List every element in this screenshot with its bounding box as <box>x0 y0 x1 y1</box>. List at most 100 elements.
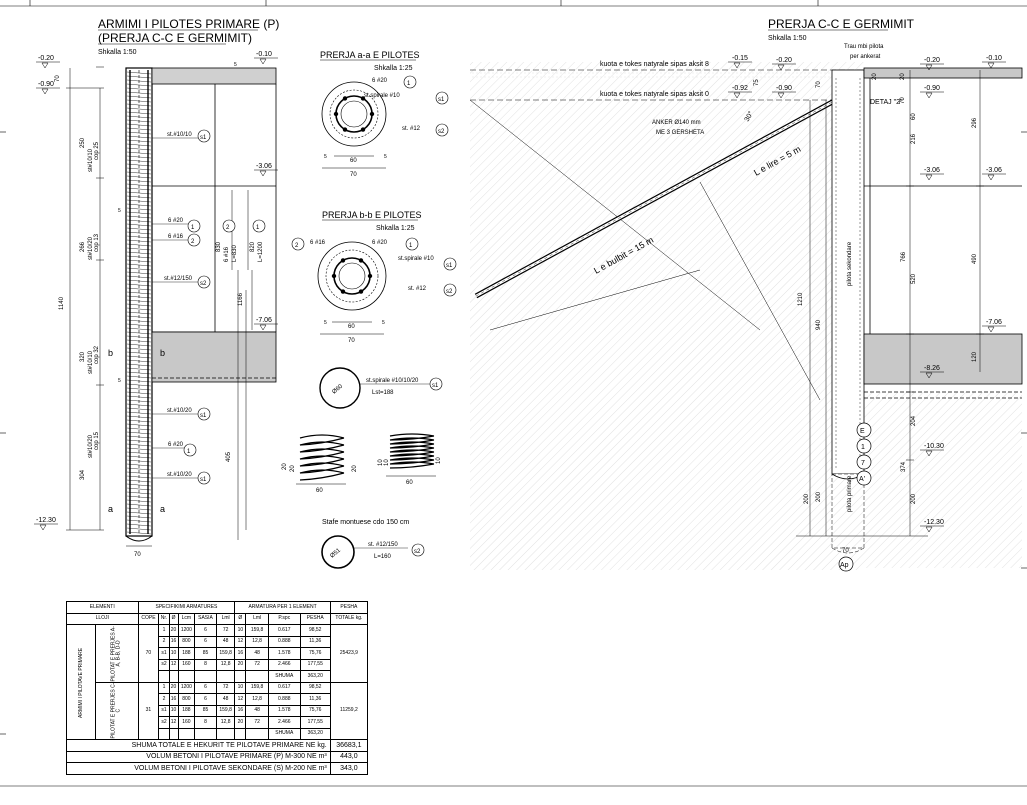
th-elementi: ELEMENTI <box>66 601 139 614</box>
section-bb: PRERJA b-b E PILOTES Shkalla 1:25 2 6 #1… <box>291 210 457 344</box>
bb-spiral: st.spirale #10 <box>398 256 434 262</box>
svg-text:-0.90: -0.90 <box>38 81 54 88</box>
right-section: PRERJA C-C E GERMIMIT Shkalla 1:50 Trau … <box>469 17 1023 572</box>
b2-len: L=830 <box>232 244 238 262</box>
level-marker: -8.26 <box>920 365 944 379</box>
rebar-dot <box>332 274 336 278</box>
table-cell: 85 <box>194 704 217 717</box>
element-count: 31 <box>137 681 160 740</box>
stirrup-line <box>126 227 152 231</box>
level-marker: -0.10 <box>254 51 278 65</box>
table-cell: 160 <box>177 658 196 671</box>
aa-st-label: st. #12 <box>402 126 421 132</box>
svg-text:120: 120 <box>972 351 978 362</box>
slabs <box>863 67 1023 399</box>
level-marker: -3.06 <box>254 163 278 177</box>
svg-text:6 #20: 6 #20 <box>168 218 184 224</box>
svg-text:E: E <box>860 428 865 435</box>
table-cell: 188 <box>177 704 196 717</box>
aa-title: PRERJA a-a E PILOTES <box>320 50 420 60</box>
zone-spec: st#10/10 <box>88 350 94 374</box>
svg-text:s1: s1 <box>438 97 445 103</box>
level-marker: -3.06 <box>982 167 1006 181</box>
bb-bar2: 6 #16 <box>310 240 326 246</box>
svg-text:490: 490 <box>972 253 978 264</box>
svg-text:s1: s1 <box>200 477 207 483</box>
table-cell: 20 <box>168 624 179 637</box>
svg-text:-3.06: -3.06 <box>924 167 940 174</box>
rebar-dots <box>331 258 373 294</box>
table-cell: 11,36 <box>299 635 331 648</box>
sum-label: SHUMA <box>267 727 301 740</box>
pile-width-dim: 70 <box>134 552 141 558</box>
level-marker: -10.30 <box>920 443 944 457</box>
table-cell: 0.617 <box>267 681 301 694</box>
svg-text:6 #20: 6 #20 <box>168 442 184 448</box>
level-marker: -0.90 <box>920 85 944 99</box>
level-marker: -12.30 <box>34 517 58 531</box>
stafe-title: Stafe montuese cdo 150 cm <box>322 519 409 526</box>
svg-text:200: 200 <box>804 493 810 504</box>
zone-cop: cop 13 <box>94 233 100 252</box>
table-cell: 1200 <box>177 681 196 694</box>
table-cell: 6 <box>194 635 217 648</box>
table-cell: s2 <box>158 658 170 671</box>
table-cell: 2 <box>158 693 170 706</box>
svg-text:2: 2 <box>226 225 230 231</box>
rebar-dot <box>342 127 348 132</box>
level-marker: -0.90 <box>36 81 60 95</box>
table-cell: 1.578 <box>267 704 301 717</box>
total-steel-label: SHUMA TOTALE E HEKURIT TE PILOTAVE PRIMA… <box>66 739 331 752</box>
svg-text:70: 70 <box>816 81 822 88</box>
svg-text:1210: 1210 <box>798 292 804 306</box>
stirrup-line <box>126 247 152 251</box>
total-length-dim: 1140 <box>59 296 65 310</box>
pile-primary-label: pilota primare <box>847 475 853 512</box>
rebar-dots <box>333 96 375 132</box>
level-marker: -0.92 <box>728 85 752 99</box>
table-cell: 98,52 <box>299 624 331 637</box>
stirrup-line <box>126 267 152 271</box>
svg-text:20: 20 <box>282 463 288 470</box>
element-count: 70 <box>137 624 160 683</box>
dim-5: 5 <box>324 320 327 326</box>
table-cell <box>177 727 196 740</box>
table-cell: 159,8 <box>245 624 269 637</box>
svg-text:10: 10 <box>436 457 442 464</box>
section-mark-b: b <box>160 348 165 358</box>
table-cell: 0.617 <box>267 624 301 637</box>
svg-text:1: 1 <box>191 225 195 231</box>
svg-text:s1: s1 <box>200 135 207 141</box>
stirrup-line <box>126 167 152 171</box>
stirrup-line <box>126 427 152 431</box>
svg-text:204: 204 <box>911 415 917 426</box>
group-label: ARMIMI I PILOTAVE PRIMARE <box>66 624 96 740</box>
table-cell: 75,76 <box>299 704 331 717</box>
rebar-tag: st.#10/20 s1 <box>152 471 211 485</box>
table-cell <box>177 670 196 683</box>
svg-text:7: 7 <box>861 460 865 467</box>
section-aa: PRERJA a-a E PILOTES Shkalla 1:25 6 #20 … <box>320 50 449 178</box>
svg-text:1: 1 <box>187 449 191 455</box>
left-subtitle: (PRERJA C-C E GERMIMIT) <box>98 31 252 45</box>
table-cell: 10 <box>234 624 247 637</box>
svg-text:-0.92: -0.92 <box>732 85 748 92</box>
stafe-len: L=160 <box>374 554 392 560</box>
table-cell: 6 <box>194 681 217 694</box>
rebar-tag: st.#10/20 s1 <box>152 407 211 421</box>
dim-70: 70 <box>350 172 357 178</box>
rebar-dot <box>359 258 363 263</box>
svg-text:10: 10 <box>378 459 384 466</box>
table-cell: 85 <box>194 647 217 660</box>
left-elevation: ARMIMI I PILOTES PRIMARE (P) (PRERJA C-C… <box>34 17 279 558</box>
zone-spec: st#10/10 <box>88 148 94 172</box>
stafe-detail: Stafe montuese cdo 150 cm Ø51 st. #12/15… <box>321 519 425 569</box>
spiral-detail: Ø60 st.spirale #10/10/20 Lst=188 s1 <box>319 367 443 409</box>
stirrup-line <box>126 147 152 151</box>
tube-note-2: per ankerat <box>850 54 881 60</box>
table-cell: 48 <box>245 647 269 660</box>
table-cell <box>234 727 247 740</box>
svg-text:60: 60 <box>406 480 413 486</box>
zone-spec: st#10/20 <box>88 434 94 458</box>
